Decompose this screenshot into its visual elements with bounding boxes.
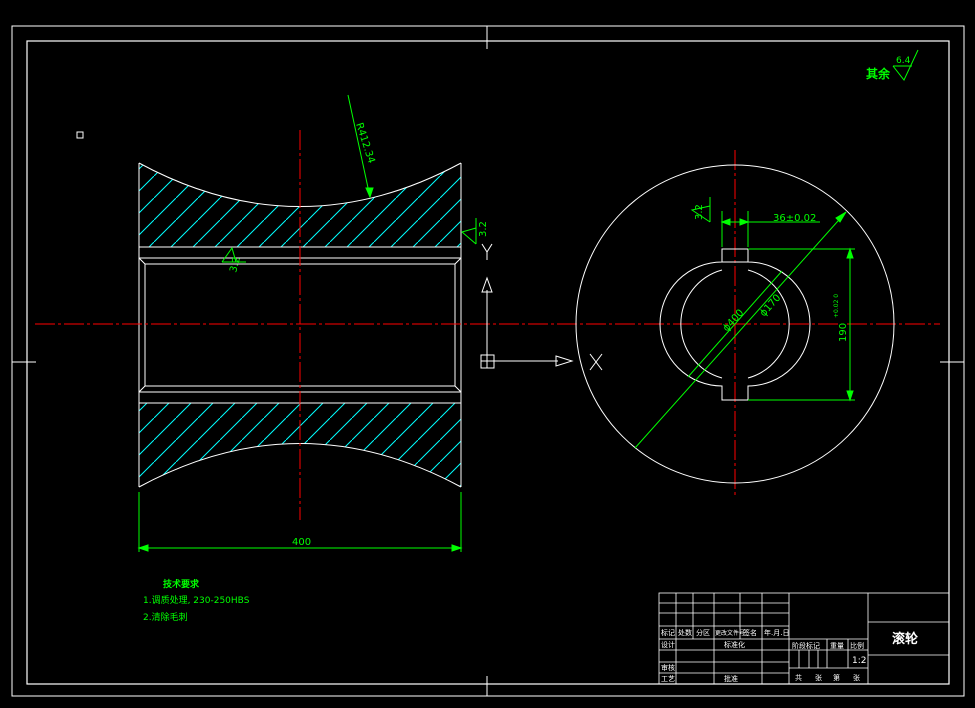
scale-label: 比例 [850, 641, 864, 650]
drawing-frame [11, 25, 965, 697]
sheets-total-label: 共 [795, 673, 802, 682]
keyway-depth-tolerance: +0.02 0 [833, 294, 840, 318]
width-dimension: 400 [292, 537, 311, 548]
stage-label: 阶段标记 [792, 641, 820, 650]
outer-diameter-dimension: ϕ400 [721, 308, 746, 334]
sheet-label: 张 [815, 673, 822, 682]
standardization-label: 标准化 [724, 640, 745, 649]
row-label-mark: 标记 [661, 628, 675, 637]
corner-marker [76, 131, 84, 139]
process-label: 工艺 [661, 675, 675, 683]
tech-requirement-1: 1.调质处理, 230-250HBS [143, 594, 250, 606]
scale-value: 1:2 [852, 656, 866, 666]
row-label-date: 年.月.日 [764, 628, 789, 637]
keyway-depth-dimension: 190 [838, 323, 849, 342]
weight-label: 重量 [830, 642, 844, 650]
title-block [658, 592, 950, 685]
tech-requirements-title: 技术要求 [163, 578, 200, 590]
general-roughness-label: 其余 [866, 66, 891, 81]
general-roughness-symbol [892, 49, 919, 81]
row-label-change-doc: 更改文件号 [715, 629, 745, 637]
keyway-width-dimension: 36±0.02 [773, 213, 816, 224]
approve-label: 批准 [724, 674, 738, 683]
designer-label: 设计 [661, 640, 675, 649]
sheet-label-2: 张 [853, 673, 860, 682]
general-roughness-value: 6.4 [896, 56, 911, 66]
section-dimensions [137, 94, 477, 552]
face-roughness: 3.2 [478, 221, 489, 237]
row-label-count: 处数 [678, 628, 692, 637]
sheet-no-label: 第 [833, 673, 840, 682]
row-label-zone: 分区 [696, 628, 710, 637]
radius-dimension: R412.34 [353, 122, 376, 165]
checker-label: 审核 [661, 663, 675, 672]
row-label-signature: 签名 [743, 628, 757, 637]
bore-roughness: 3.2 [228, 256, 243, 274]
part-name: 滚轮 [892, 631, 918, 647]
tech-requirement-2: 2.清除毛刺 [143, 611, 188, 623]
ucs-icon [480, 243, 603, 371]
end-view-dimensions [634, 197, 855, 449]
keyway-roughness: 3.2 [694, 204, 705, 220]
